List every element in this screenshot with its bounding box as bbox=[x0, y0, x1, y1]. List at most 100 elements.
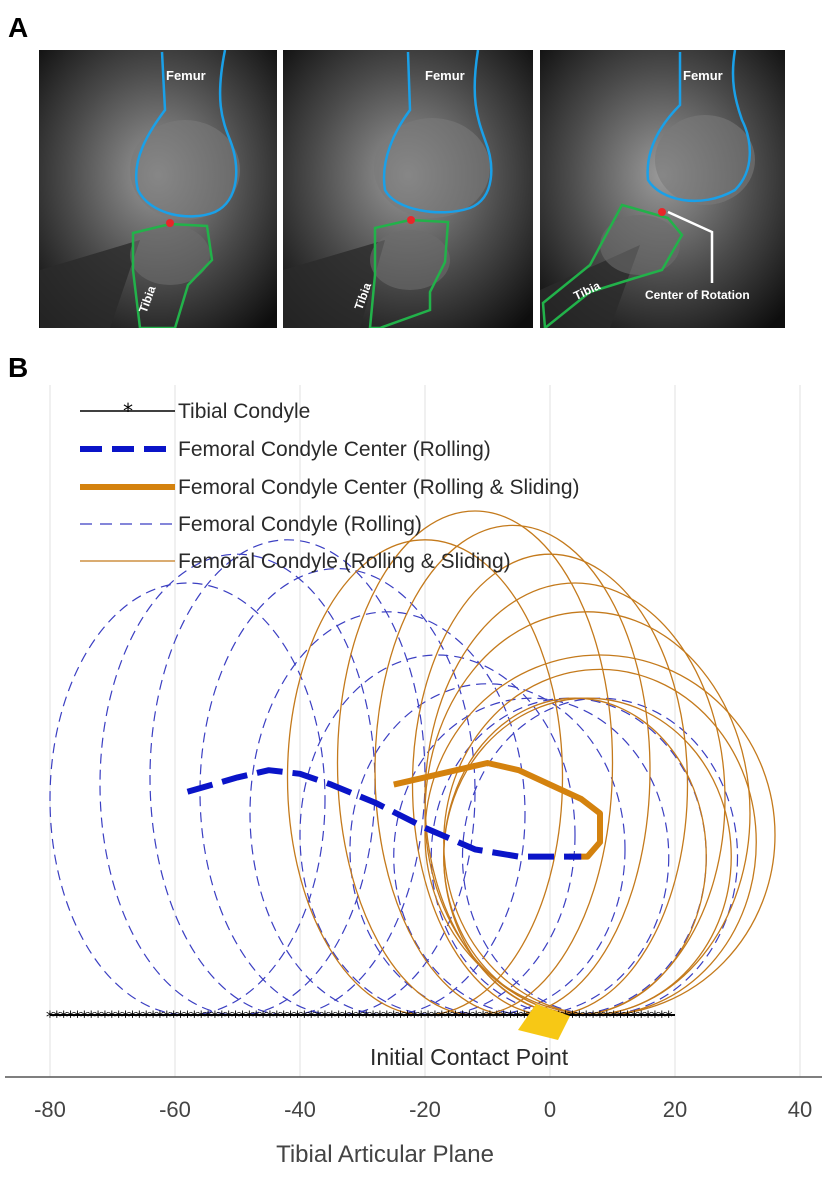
tibial-condyle-marker: * bbox=[279, 1007, 289, 1026]
femur-outline bbox=[135, 50, 238, 218]
tibial-condyle-series: ****************************************… bbox=[45, 1007, 675, 1026]
gridlines bbox=[49, 385, 801, 1077]
tibial-condyle-marker: * bbox=[341, 1007, 351, 1026]
tibial-condyle-marker: * bbox=[444, 1007, 454, 1026]
tibial-condyle-marker: * bbox=[52, 1007, 62, 1026]
femoral-condyle-rolling-series bbox=[49, 539, 739, 1016]
contact-dot bbox=[166, 219, 174, 227]
x-tick-label: 0 bbox=[544, 1097, 556, 1122]
tibial-condyle-marker: * bbox=[361, 1007, 371, 1026]
mri-frame-3: Femur Tibia Center of Rotation bbox=[540, 50, 785, 328]
x-tick-label: -20 bbox=[409, 1097, 441, 1122]
tibial-condyle-marker: * bbox=[141, 1007, 151, 1026]
center-of-rotation-label: Center of Rotation bbox=[645, 288, 750, 302]
tibial-condyle-marker: * bbox=[499, 1007, 509, 1026]
x-tick-label: -40 bbox=[284, 1097, 316, 1122]
tibial-condyle-marker: * bbox=[313, 1007, 323, 1026]
tibial-condyle-marker: * bbox=[203, 1007, 213, 1026]
tibial-condyle-marker: * bbox=[190, 1007, 200, 1026]
tibial-condyle-marker: * bbox=[272, 1007, 282, 1026]
tibial-condyle-marker: * bbox=[66, 1007, 76, 1026]
tibia-outline bbox=[131, 222, 214, 328]
tibial-condyle-marker: * bbox=[416, 1007, 426, 1026]
tibial-condyle-marker: * bbox=[513, 1007, 523, 1026]
tibial-condyle-marker: * bbox=[86, 1007, 96, 1026]
femur-label: Femur bbox=[166, 68, 206, 83]
tibial-condyle-marker: * bbox=[588, 1007, 598, 1026]
tibial-condyle-marker: * bbox=[506, 1007, 516, 1026]
contact-dot bbox=[658, 208, 666, 216]
tibial-condyle-marker: * bbox=[80, 1007, 90, 1026]
tibial-condyle-marker: * bbox=[306, 1007, 316, 1026]
legend-sliding-center: Femoral Condyle Center (Rolling & Slidin… bbox=[178, 476, 580, 499]
tibial-condyle-marker: * bbox=[492, 1007, 502, 1026]
tibial-condyle-marker: * bbox=[396, 1007, 406, 1026]
tibial-condyle-marker: * bbox=[114, 1007, 124, 1026]
tibial-condyle-marker: * bbox=[616, 1007, 626, 1026]
tibial-condyle-marker: * bbox=[59, 1007, 69, 1026]
legend-rolling-condyle: Femoral Condyle (Rolling) bbox=[178, 513, 422, 536]
tibial-condyle-marker: * bbox=[368, 1007, 378, 1026]
tibial-condyle-marker: * bbox=[251, 1007, 261, 1026]
tibial-condyle-marker: * bbox=[430, 1007, 440, 1026]
legend-tibial-condyle: Tibial Condyle bbox=[178, 400, 310, 423]
tibial-condyle-marker: * bbox=[636, 1007, 646, 1026]
tibial-condyle-marker: * bbox=[375, 1007, 385, 1026]
tibial-condyle-marker: * bbox=[478, 1007, 488, 1026]
tibial-condyle-marker: * bbox=[93, 1007, 103, 1026]
tibial-condyle-marker: * bbox=[650, 1007, 660, 1026]
tibial-condyle-marker: * bbox=[423, 1007, 433, 1026]
tibial-condyle-marker: * bbox=[657, 1007, 667, 1026]
femoral-center-sliding-line bbox=[393, 760, 603, 860]
tibial-condyle-marker: * bbox=[403, 1007, 413, 1026]
femoral-condyle-rolling-ellipse bbox=[249, 611, 526, 1016]
tibial-condyle-marker: * bbox=[100, 1007, 110, 1026]
x-tick-label: 20 bbox=[663, 1097, 687, 1122]
tibial-condyle-marker: * bbox=[265, 1007, 275, 1026]
tibial-condyle-marker: * bbox=[148, 1007, 158, 1026]
tibial-condyle-marker: * bbox=[224, 1007, 234, 1026]
tibial-condyle-marker: * bbox=[575, 1007, 585, 1026]
tibial-condyle-marker: * bbox=[410, 1007, 420, 1026]
tibial-condyle-marker: * bbox=[458, 1007, 468, 1026]
tibial-condyle-marker: * bbox=[451, 1007, 461, 1026]
tibial-condyle-marker: * bbox=[320, 1007, 330, 1026]
x-tick-label: -60 bbox=[159, 1097, 191, 1122]
mri-frame-2: Femur Tibia bbox=[283, 50, 533, 328]
tibial-condyle-marker: * bbox=[217, 1007, 227, 1026]
tibial-condyle-marker: * bbox=[664, 1007, 674, 1026]
femoral-center-rolling-line bbox=[186, 767, 582, 860]
center-series bbox=[186, 760, 603, 860]
tibial-condyle-marker: * bbox=[238, 1007, 248, 1026]
tibial-condyle-marker: * bbox=[465, 1007, 475, 1026]
mri-frame-1: Femur Tibia bbox=[39, 50, 277, 328]
tibial-condyle-marker: * bbox=[135, 1007, 145, 1026]
tibial-condyle-marker: * bbox=[293, 1007, 303, 1026]
tibial-condyle-marker: * bbox=[520, 1007, 530, 1026]
tibial-condyle-marker: * bbox=[286, 1007, 296, 1026]
initial-contact-marker bbox=[518, 1004, 570, 1040]
tibial-condyle-marker: * bbox=[437, 1007, 447, 1026]
tibial-condyle-marker: * bbox=[334, 1007, 344, 1026]
tibial-condyle-marker: * bbox=[73, 1007, 83, 1026]
panel-a-label: A bbox=[8, 12, 29, 43]
tibial-condyle-marker: * bbox=[389, 1007, 399, 1026]
tibia-outline bbox=[368, 218, 450, 328]
legend-sliding-condyle: Femoral Condyle (Rolling & Sliding) bbox=[178, 550, 511, 573]
femur-label: Femur bbox=[425, 68, 465, 83]
tibial-condyle-marker: * bbox=[485, 1007, 495, 1026]
tibial-condyle-marker: * bbox=[602, 1007, 612, 1026]
chart: ****************************************… bbox=[5, 385, 822, 1168]
femoral-condyle-rolling-ellipse bbox=[349, 683, 626, 1016]
femur-outline bbox=[382, 50, 493, 214]
tibial-condyle-marker: * bbox=[623, 1007, 633, 1026]
tibial-condyle-marker: * bbox=[471, 1007, 481, 1026]
legend-rolling-center: Femoral Condyle Center (Rolling) bbox=[178, 438, 491, 461]
tibial-condyle-marker: * bbox=[595, 1007, 605, 1026]
tibial-condyle-marker: * bbox=[348, 1007, 358, 1026]
tibial-condyle-marker: * bbox=[245, 1007, 255, 1026]
tibial-condyle-marker: * bbox=[643, 1007, 653, 1026]
tibial-condyle-marker: * bbox=[609, 1007, 619, 1026]
tibial-condyle-marker: * bbox=[128, 1007, 138, 1026]
